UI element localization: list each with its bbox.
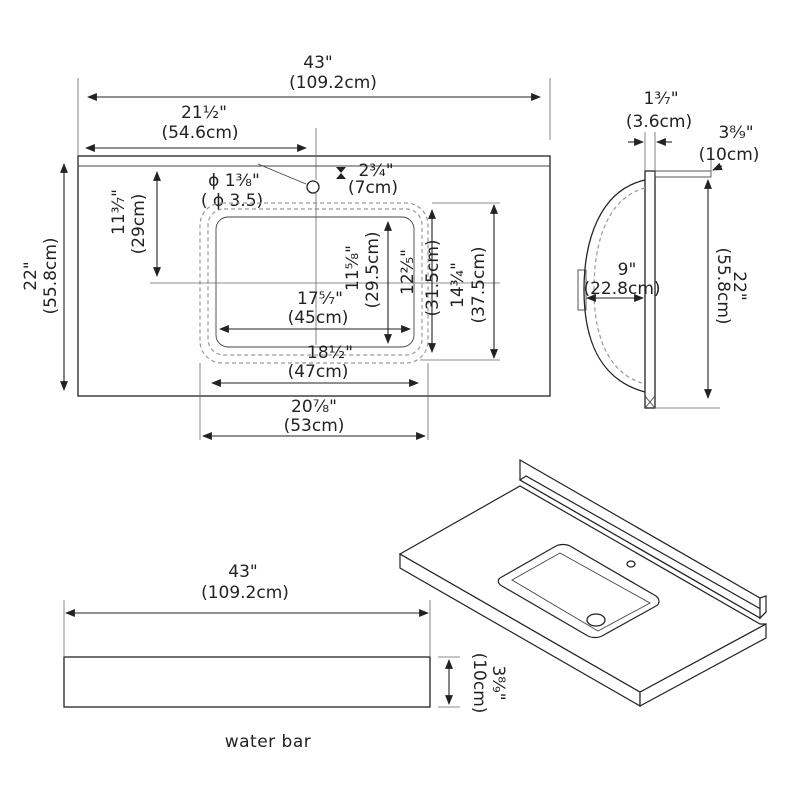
bowl-outer-depth-imperial: 14¾" [448,262,468,308]
water-bar-height-imperial: 3⁸⁄₉" [488,665,508,700]
bowl-inner-outline [215,216,415,348]
faucet-offset-metric: (54.6cm) [161,123,238,143]
water-bar-width-imperial: 43" [228,562,257,582]
depth-imperial: 22" [21,261,41,290]
bowl-depth-imperial: 9" [618,260,637,280]
water-bar-caption: water bar [225,732,312,752]
water-bar-view: 43" (109.2cm) 3⁸⁄₉" (10cm) water bar [63,562,508,752]
depth-metric: (55.8cm) [41,237,61,314]
iso-sink-bowl [497,543,660,639]
side-slab [644,170,656,409]
bowl-mid-width-imperial: 18½" [307,343,353,363]
side-backsplash [654,170,712,178]
water-bar-outline [63,656,431,708]
hole-to-sink-imperial: 2¾" [358,161,393,181]
isometric-view [398,458,767,708]
thickness-metric: (3.6cm) [626,112,692,132]
side-depth-metric: (55.8cm) [713,247,733,324]
bowl-outer-width-metric: (53cm) [284,416,345,436]
iso-faucet-hole [626,560,636,568]
bowl-mid-depth-metric: (31.5cm) [423,239,443,316]
faucet-hole-metric: ( ϕ 3.5) [201,191,263,211]
hole-to-sink-marker-icon [336,167,346,179]
bowl-outer-depth-metric: (37.5cm) [469,246,489,323]
backsplash-imperial: 3⁸⁄₉" [718,123,753,143]
front-to-sink-imperial: 11³⁄₇" [109,189,129,235]
bowl-mid-dashed [207,208,423,356]
backsplash-metric: (10cm) [699,145,760,165]
bowl-mid-depth-imperial: 12²⁄₅" [398,249,418,295]
overall-width-imperial: 43" [303,53,332,73]
front-to-sink-metric: (29cm) [129,194,149,255]
bowl-mid-width-metric: (47cm) [288,362,349,382]
faucet-hole-imperial: ϕ 1⅜" [208,171,260,191]
overall-width-metric: (109.2cm) [289,73,377,93]
water-bar-height-metric: (10cm) [469,653,489,714]
hole-to-sink-metric: (7cm) [348,178,398,198]
top-view: 43" (109.2cm) 21½" (54.6cm) ϕ 1⅜" ( ϕ 3.… [21,53,551,440]
side-bowl-profile [583,179,646,393]
side-depth-imperial: 22" [729,271,749,300]
side-drain-stub [577,269,587,311]
bowl-inner-depth-metric: (29.5cm) [363,231,383,308]
faucet-hole [306,180,320,194]
thickness-imperial: 1³⁄₇" [643,89,678,109]
bowl-inner-width-metric: (45cm) [288,308,349,328]
water-bar-width-metric: (109.2cm) [201,583,289,603]
bowl-inner-width-imperial: 17⁵⁄₇" [297,289,343,309]
bowl-inner-depth-imperial: 11⅝" [343,245,363,291]
bowl-outer-width-imperial: 20⅞" [291,397,337,417]
countertop-outline [77,155,551,397]
iso-drain [586,613,606,627]
bowl-depth-metric: (22.8cm) [583,279,660,299]
side-view: 1³⁄₇" (3.6cm) 3⁸⁄₉" (10cm) 9" (22.8cm) 2… [577,89,760,409]
faucet-offset-imperial: 21½" [181,103,227,123]
